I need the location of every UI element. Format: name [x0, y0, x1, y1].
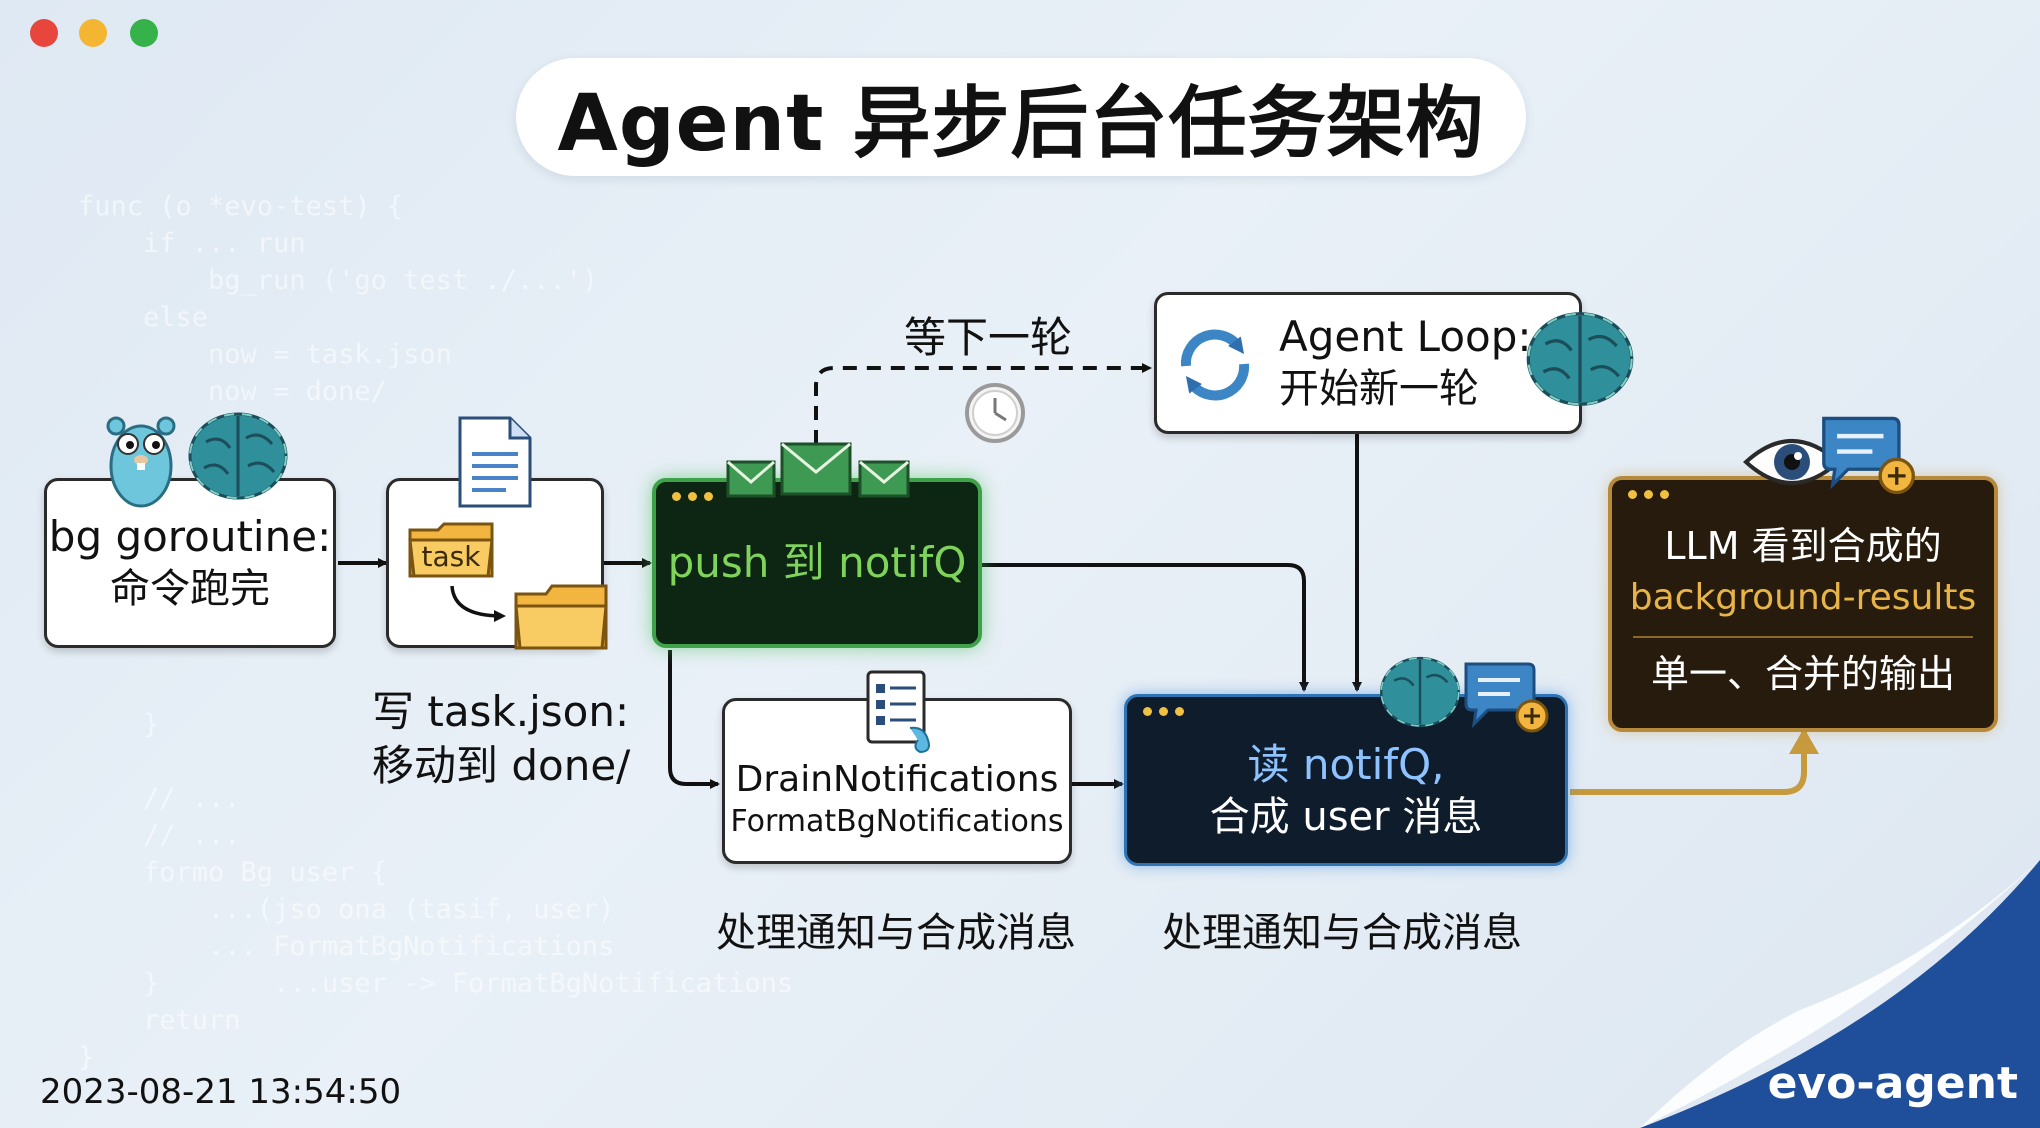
task-folder-icon: task — [408, 520, 494, 580]
process-drain-caption: 处理通知与合成消息 — [716, 910, 1076, 956]
arrow-push-to-drain — [668, 650, 720, 789]
llm-divider — [1633, 636, 1973, 638]
code-line: now = task.json — [78, 339, 452, 370]
code-line: } ...user -> FormatBgNotifications — [78, 968, 794, 999]
code-line: // ... — [78, 783, 241, 814]
bg-goroutine-box: bg goroutine: 命令跑完 — [44, 478, 336, 648]
code-line: ...(jso ona (tasif, user) — [78, 894, 615, 925]
arrow-read-to-llm — [1570, 728, 1819, 795]
brain-icon — [188, 412, 288, 500]
refresh-icon — [1180, 329, 1250, 401]
write-task-caption-1: 写 task.json: — [372, 687, 630, 736]
arrow-wait-to-loop — [814, 363, 1152, 444]
wait-next-round-caption: 等下一轮 — [904, 313, 1073, 362]
gopher-icon — [106, 416, 176, 508]
agent-loop-line2: 开始新一轮 — [1279, 366, 1479, 412]
code-line: else — [78, 302, 209, 333]
code-background: func (o *evo-test) { if ... run bg_run (… — [78, 188, 793, 1076]
code-line: // ... — [78, 820, 241, 851]
task-folder-label: task — [421, 540, 481, 573]
llm-output-box: LLM 看到合成的 background-results 单一、合并的输出 — [1608, 476, 1998, 732]
llm-line2: background-results — [1629, 577, 1977, 618]
code-line: return — [78, 1005, 241, 1036]
drain-line2: FormatBgNotifications — [730, 804, 1064, 839]
drain-line1: DrainNotifications — [735, 759, 1059, 800]
arrow-push-to-read — [982, 563, 1309, 692]
code-line: bg_run ('go test ./...') — [78, 265, 599, 296]
push-notifq-box: push 到 notifQ — [652, 478, 982, 648]
envelope-icon — [726, 442, 910, 498]
page-curl — [1640, 860, 2040, 1128]
llm-line3: 单一、合并的输出 — [1650, 652, 1955, 696]
bg-goroutine-line2: 命令跑完 — [110, 566, 270, 612]
list-icon — [866, 670, 930, 754]
write-task-caption-2: 移动到 done/ — [372, 741, 631, 790]
code-line: now = done/ — [78, 376, 387, 407]
chat-add-icon — [1464, 662, 1549, 733]
clock-icon — [965, 383, 1025, 443]
window-close-dot[interactable] — [30, 19, 58, 47]
brain-icon — [1526, 312, 1634, 406]
drain-notifications-box: DrainNotifications FormatBgNotifications — [722, 698, 1072, 864]
code-line: ... FormatBgNotifications — [78, 931, 615, 962]
push-notifq-label: push 到 notifQ — [667, 538, 967, 587]
code-line: formo Bg user { — [78, 857, 387, 888]
brand-label: evo-agent — [1767, 1058, 2018, 1109]
brain-icon — [1380, 656, 1460, 728]
agent-loop-line1: Agent Loop: — [1279, 312, 1532, 361]
done-folder-icon — [514, 584, 608, 650]
read-line2: 合成 user 消息 — [1209, 794, 1483, 840]
read-notifq-box: 读 notifQ, 合成 user 消息 — [1124, 694, 1568, 866]
bg-goroutine-line1: bg goroutine: — [48, 512, 332, 561]
read-line1: 读 notifQ, — [1247, 740, 1445, 789]
document-icon — [458, 416, 532, 508]
move-arrow-icon — [450, 585, 506, 622]
code-line: } — [78, 709, 160, 740]
process-read-caption: 处理通知与合成消息 — [1162, 910, 1522, 956]
timestamp: 2023-08-21 13:54:50 — [40, 1072, 402, 1112]
llm-line1: LLM 看到合成的 — [1664, 524, 1942, 568]
code-line: func (o *evo-test) { — [78, 191, 404, 222]
page-title: Agent 异步后台任务架构 — [516, 58, 1526, 176]
window-maximize-dot[interactable] — [130, 19, 158, 47]
window-minimize-dot[interactable] — [79, 19, 107, 47]
eye-icon — [1743, 439, 1841, 485]
code-line: if ... run — [78, 228, 306, 259]
agent-loop-box: Agent Loop: 开始新一轮 — [1154, 292, 1582, 434]
code-line: } — [78, 1042, 95, 1073]
chat-add-icon — [1822, 416, 1915, 495]
